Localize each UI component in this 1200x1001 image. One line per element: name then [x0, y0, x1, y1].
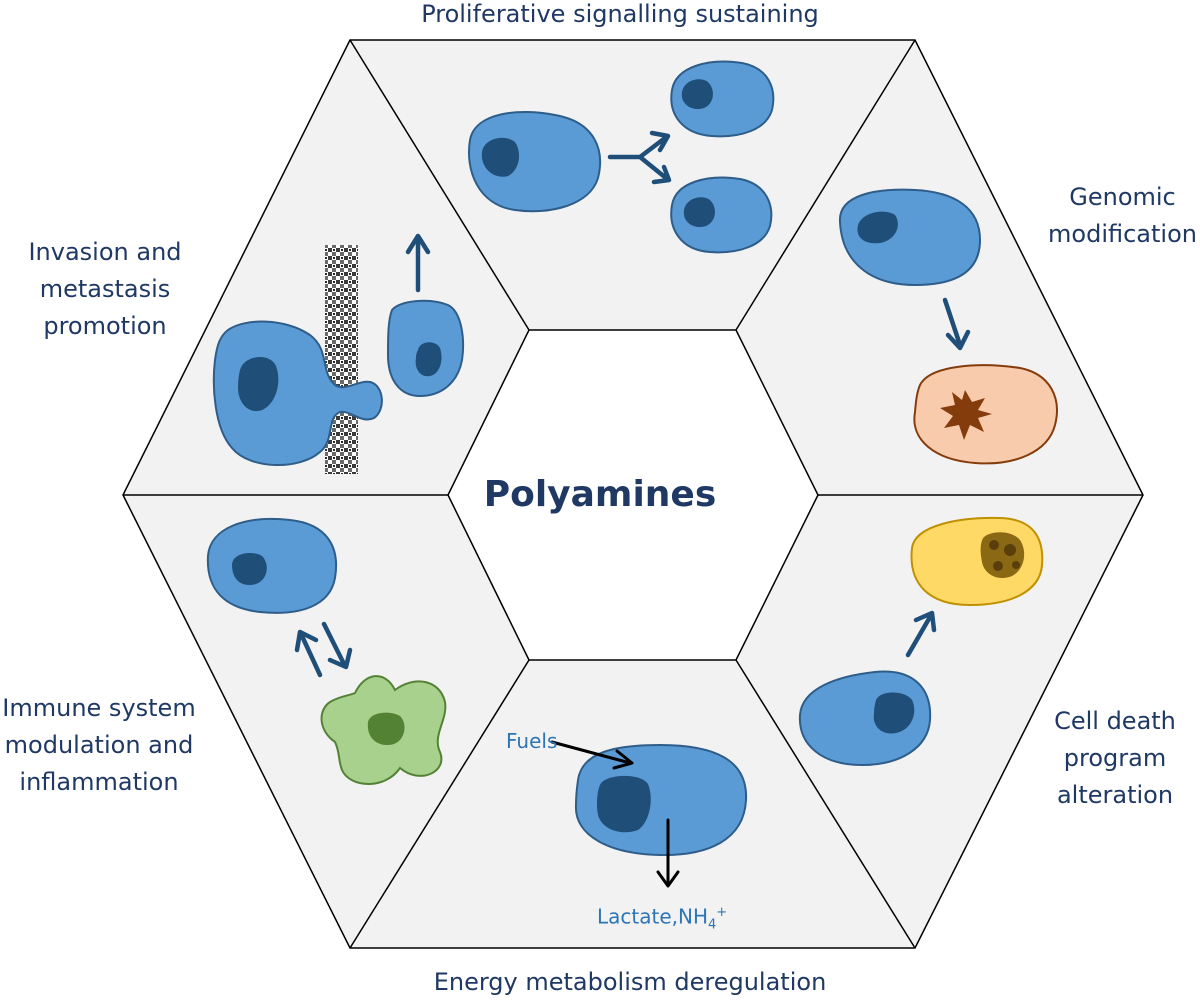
label-cell-death: Cell death program alteration [1054, 707, 1176, 809]
nucleus [367, 712, 405, 746]
divider-top-right [735, 39, 916, 331]
nucleus [681, 79, 713, 110]
label-genomic: Genomic modification [1048, 183, 1197, 248]
label-invasion: Invasion and metastasis promotion [28, 238, 182, 340]
divider-bottom-left [349, 659, 530, 949]
fuels-label: Fuels [506, 729, 558, 753]
label-proliferative: Proliferative signalling sustaining [421, 0, 819, 28]
division-arrow-icon [607, 130, 672, 185]
migration-arrow-icon [405, 233, 431, 293]
basement-membrane [325, 245, 358, 474]
waste-out-arrow-icon [656, 818, 680, 888]
nucleus [873, 692, 915, 734]
nucleus-fragment [989, 540, 999, 550]
nucleus [683, 197, 715, 228]
invasion-illustration [212, 233, 465, 474]
death-arrow-icon [905, 610, 937, 658]
energy-illustration [550, 740, 748, 888]
daughter-cell-bottom [670, 176, 773, 254]
nucleus [596, 775, 651, 833]
proliferative-illustration [468, 60, 775, 254]
tumor-cell [206, 518, 337, 614]
nucleus [415, 342, 442, 377]
nucleus-fragment [993, 561, 1003, 571]
nucleus-fragment [1004, 544, 1016, 556]
label-energy: Energy metabolism deregulation [433, 968, 827, 996]
fuel-in-arrow-icon [550, 740, 634, 770]
lactate-superscript: + [716, 905, 728, 920]
genomic-illustration [838, 188, 1058, 465]
center-title: Polyamines [483, 474, 717, 515]
nucleus [857, 211, 898, 244]
label-immune: Immune system modulation and inflammatio… [2, 694, 196, 796]
nucleus [232, 553, 267, 586]
fragmented-nucleus [980, 532, 1025, 579]
divider-bottom-right [735, 659, 916, 949]
lactate-label: Lactate,NH4+ [597, 900, 727, 939]
interaction-arrows-icon [294, 621, 353, 678]
divider-top-left [349, 39, 530, 331]
immune-illustration [206, 518, 447, 785]
dna-damage-star-icon [940, 390, 992, 440]
mutation-arrow-icon [942, 297, 971, 351]
parent-cell [468, 110, 602, 213]
lactate-text: Lactate,NH [597, 904, 708, 929]
lactate-subscript: 4 [708, 917, 717, 933]
nucleus-fragment [1012, 561, 1020, 569]
nucleus [238, 356, 279, 412]
nucleus [481, 137, 520, 177]
cell-death-illustration [798, 516, 1044, 767]
